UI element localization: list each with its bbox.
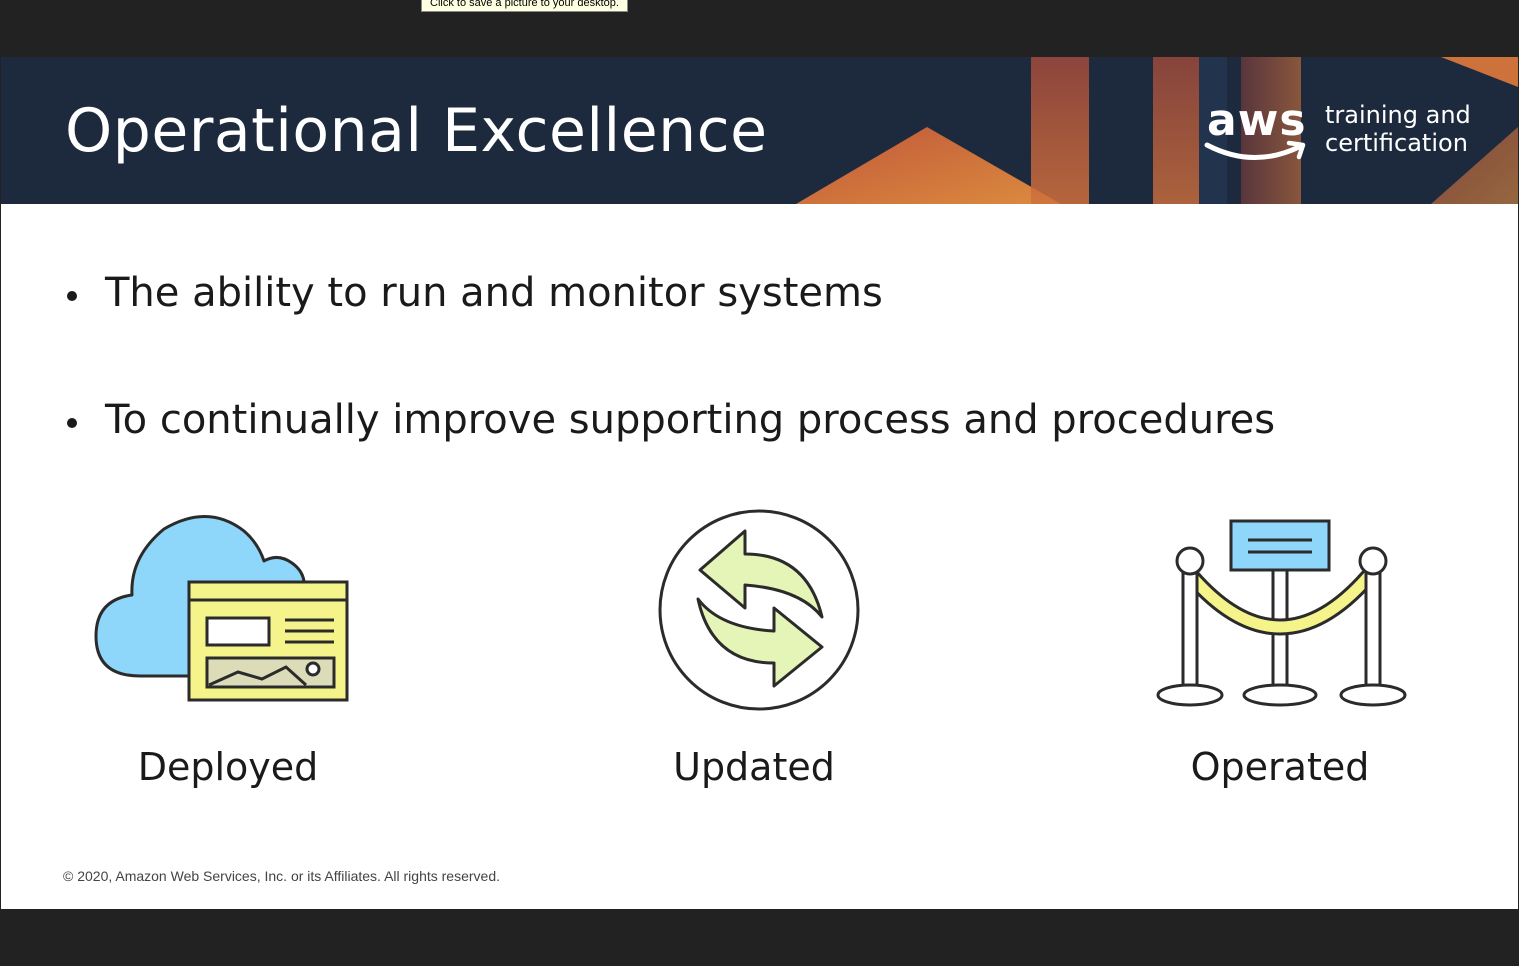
logo-text: training and certification — [1325, 101, 1471, 157]
header-decoration — [796, 57, 1518, 204]
feature-updated: Updated — [604, 507, 904, 807]
refresh-arrows-icon — [658, 509, 860, 711]
bullet-item: The ability to run and monitor systems — [63, 265, 1275, 321]
slide-title: Operational Excellence — [65, 96, 768, 166]
bullet-item: To continually improve supporting proces… — [63, 392, 1275, 448]
tooltip: Click to save a picture to your desktop. — [421, 0, 628, 12]
logo-text-line2: certification — [1325, 129, 1468, 157]
aws-wordmark: aws — [1207, 95, 1307, 146]
window-bottom-bar — [0, 909, 1519, 966]
bullet-list: The ability to run and monitor systems T… — [63, 265, 1275, 448]
presentation-slide: Operational Excellence aws training and … — [1, 57, 1518, 909]
feature-deployed: Deployed — [78, 507, 378, 807]
aws-training-logo: aws training and certification — [1199, 95, 1479, 171]
window-top-bar — [0, 0, 1519, 57]
feature-label-operated: Operated — [1190, 745, 1370, 789]
slide-header: Operational Excellence aws training and … — [1, 57, 1518, 204]
logo-text-line1: training and — [1325, 101, 1471, 129]
cloud-webpage-icon — [94, 515, 349, 702]
feature-label-updated: Updated — [673, 745, 835, 789]
aws-smile-icon — [1204, 140, 1306, 160]
feature-label-deployed: Deployed — [137, 745, 319, 789]
feature-operated: Operated — [1130, 507, 1430, 807]
stanchion-rope-icon — [1156, 519, 1407, 707]
copyright-footer: © 2020, Amazon Web Services, Inc. or its… — [63, 868, 500, 884]
